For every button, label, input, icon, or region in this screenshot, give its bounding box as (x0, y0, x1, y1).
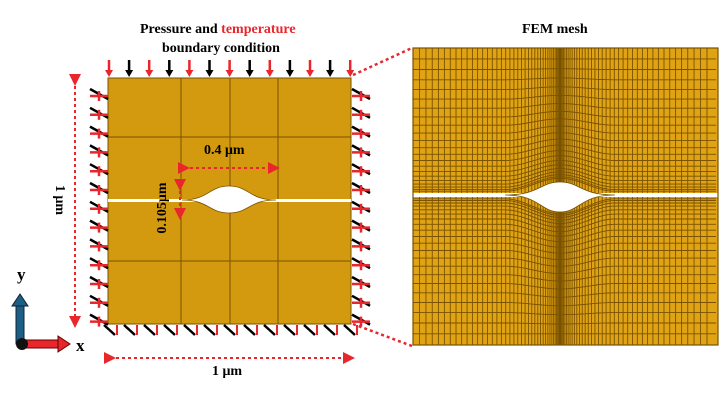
fixed-support (223, 324, 236, 336)
y-axis-arrow (15, 303, 25, 345)
pressure-arrow-head (205, 70, 214, 77)
y-axis-arrow-head (11, 293, 29, 307)
right-title: FEM mesh (522, 22, 588, 37)
fixed-support (323, 324, 336, 336)
zoom-connector (352, 46, 413, 77)
mesh-line-horizontal (413, 265, 716, 274)
x-axis-arrow-head (57, 335, 71, 353)
mesh-line-horizontal (413, 164, 716, 177)
mesh-line-horizontal (413, 242, 716, 254)
mesh-line-horizontal (413, 236, 716, 248)
pressure-arrow-head (145, 70, 154, 77)
fixed-support (183, 324, 196, 336)
fixed-support (143, 324, 156, 336)
void-height-label: 0.105μm (155, 182, 170, 234)
fixed-support (303, 324, 316, 336)
fixed-support (103, 324, 116, 336)
pressure-arrow-head (225, 70, 234, 77)
mesh-line-horizontal (413, 144, 716, 155)
mesh-line-horizontal (413, 174, 716, 188)
pressure-arrow-head (185, 70, 194, 77)
left-title-line2: boundary condition (162, 41, 280, 56)
height-label: 1 μm (52, 184, 68, 216)
pressure-arrow-head (265, 70, 274, 77)
pressure-arrow-head (125, 70, 134, 77)
mesh-line-horizontal (413, 168, 716, 181)
mesh-line-horizontal (413, 118, 716, 126)
mesh-line-horizontal (413, 302, 716, 307)
pressure-arrow-head (326, 70, 335, 77)
pressure-arrow-head (285, 70, 294, 77)
mesh-line-horizontal (413, 138, 716, 149)
mesh-line-horizontal (413, 68, 716, 70)
mesh-line-horizontal (413, 250, 716, 261)
mesh-line-horizontal (413, 86, 716, 91)
mesh-line-horizontal (413, 94, 716, 100)
void (181, 185, 277, 214)
mesh-line-horizontal (413, 77, 716, 81)
void-width-label: 0.4 μm (204, 143, 245, 158)
mesh-border (412, 47, 719, 346)
origin-dot (16, 338, 28, 350)
pressure-arrow-head (245, 70, 254, 77)
mesh-line-horizontal (413, 198, 716, 215)
mesh-line-horizontal (413, 177, 716, 192)
mesh-line-horizontal (413, 200, 716, 216)
mesh-line-horizontal (413, 229, 716, 243)
mesh-line-horizontal (413, 110, 716, 118)
mesh-line-horizontal (413, 257, 716, 267)
pressure-arrow-head (165, 70, 174, 77)
mesh-line-horizontal (413, 213, 716, 228)
mesh-line-horizontal (413, 209, 716, 224)
fixed-support (243, 324, 256, 336)
title-temperature: temperature (221, 22, 296, 37)
fixed-support (163, 324, 176, 336)
mesh-line-horizontal (413, 218, 716, 233)
mesh-void (504, 181, 616, 213)
mesh-line-horizontal (413, 103, 716, 109)
mesh-line-horizontal (413, 176, 716, 191)
fixed-support (203, 324, 216, 336)
left-title: Pressure and temperature (140, 22, 296, 38)
mesh-line-horizontal (413, 160, 716, 172)
mesh-line-horizontal (413, 171, 716, 185)
x-axis-label: x (76, 336, 85, 355)
fixed-support (343, 324, 356, 336)
width-label: 1 μm (212, 364, 243, 379)
pressure-arrow-head (105, 70, 113, 77)
mesh-line-horizontal (413, 223, 716, 237)
pressure-arrow-head (346, 70, 355, 77)
mesh-line-horizontal (413, 283, 716, 290)
mesh-line-horizontal (413, 292, 716, 298)
mesh-line-horizontal (413, 274, 716, 282)
fixed-support (263, 324, 276, 336)
fixed-support (123, 324, 136, 336)
mesh-line-horizontal (413, 322, 716, 325)
pressure-arrow-head (306, 70, 314, 77)
mesh-line-horizontal (413, 150, 716, 161)
y-axis-label: y (17, 265, 26, 284)
title-pressure: Pressure and (140, 22, 222, 37)
mesh-line-horizontal (413, 312, 716, 316)
mesh-line-horizontal (413, 202, 716, 218)
mesh-line-horizontal (413, 132, 716, 142)
fixed-support (283, 324, 296, 336)
mesh-line-horizontal (413, 155, 716, 167)
mesh-line-horizontal (413, 205, 716, 221)
mesh-line-horizontal (413, 125, 716, 134)
zoom-connector (352, 322, 413, 348)
